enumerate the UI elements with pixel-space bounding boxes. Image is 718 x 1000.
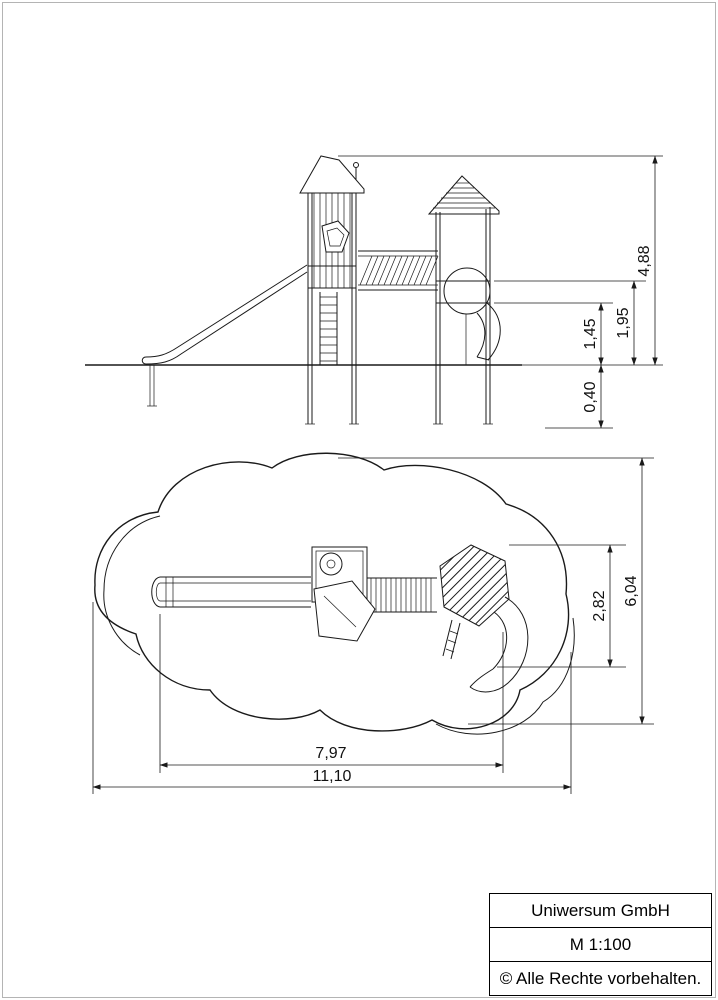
title-block-copyright: © Alle Rechte vorbehalten. — [490, 961, 711, 995]
plan-dimensions: 6,04 2,82 7,97 11,10 — [92, 457, 654, 794]
elevation-dimensions: 4,88 1,95 1,45 0,40 — [338, 155, 663, 429]
elevation-view — [85, 155, 522, 425]
dim-label-lower-platform: 1,45 — [582, 318, 599, 349]
spiral-slide-entry — [443, 267, 491, 315]
slide-elevation — [141, 264, 308, 407]
slat-roof — [427, 175, 500, 215]
title-block-scale: M 1:100 — [490, 927, 711, 961]
safety-area-outline — [94, 452, 570, 732]
slat-roof-plan — [439, 544, 510, 627]
spiral-slide-plan — [469, 596, 529, 693]
slide-plan — [151, 576, 311, 608]
dim-label-safety-length: 11,10 — [313, 768, 352, 785]
dim-label-equipment-depth: 2,82 — [591, 590, 608, 621]
bridge-elevation — [358, 250, 439, 291]
plan-view — [94, 452, 575, 735]
title-block: Uniwersum GmbH M 1:100 © Alle Rechte vor… — [489, 893, 712, 996]
main-roof — [299, 155, 365, 194]
ladder-elevation — [319, 292, 338, 365]
dim-label-upper-platform: 1,95 — [615, 307, 632, 338]
dim-label-foundation: 0,40 — [582, 381, 599, 412]
dim-label-equipment-length: 7,97 — [315, 745, 346, 762]
title-block-company: Uniwersum GmbH — [531, 900, 670, 920]
second-tower-elevation — [427, 175, 501, 425]
ladder-plan — [442, 619, 461, 660]
main-roof-plan — [313, 580, 376, 642]
offset-contour-right — [435, 617, 575, 735]
dim-label-total-height: 4,88 — [636, 245, 653, 276]
dim-label-safety-depth: 6,04 — [623, 575, 640, 606]
offset-contour-left — [103, 515, 161, 656]
climb-hole — [321, 220, 350, 253]
bridge-plan — [367, 577, 437, 613]
main-tower-elevation — [299, 155, 365, 425]
